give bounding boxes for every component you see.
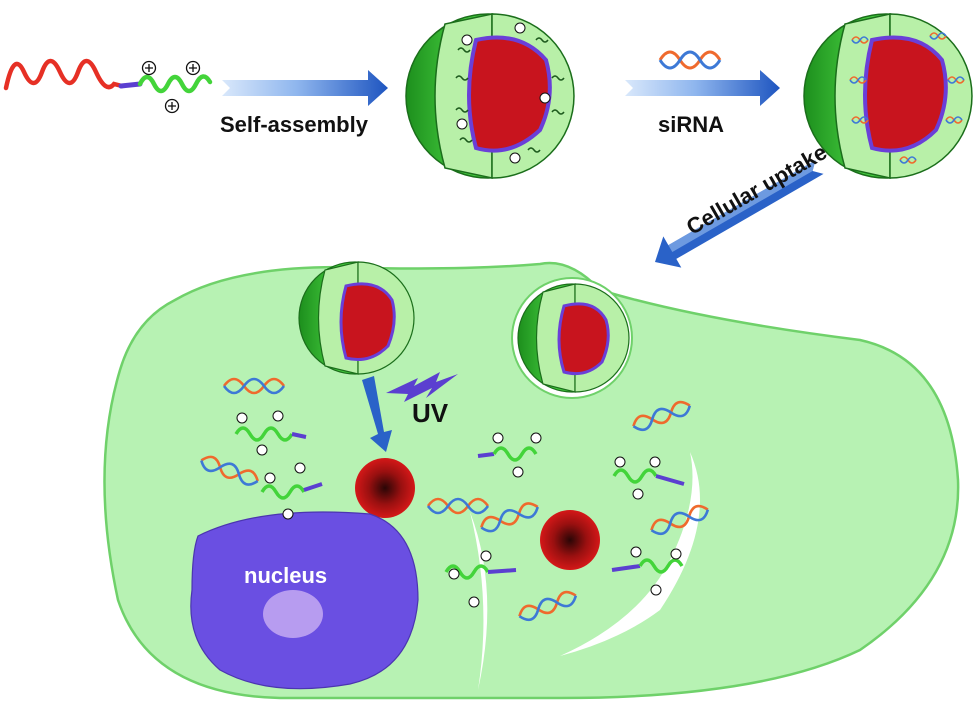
sirna-loading-arrow <box>625 70 780 106</box>
sirna-icon <box>480 502 539 533</box>
membrane-fold <box>470 452 700 690</box>
sirna-icon <box>222 377 286 395</box>
sirna-icon <box>518 590 578 622</box>
nucleolus <box>263 590 323 638</box>
self-assembly-arrow <box>222 70 388 106</box>
uv-label: UV <box>412 398 449 428</box>
released-core <box>540 510 600 570</box>
cellular-uptake-arrow <box>655 160 824 268</box>
micelle-in-endosome <box>517 283 630 393</box>
sirna-label: siRNA <box>658 112 725 137</box>
free-polymer-chain <box>234 410 307 456</box>
micelle-in-cell <box>298 261 415 375</box>
uv-lightning-icon <box>386 372 458 402</box>
free-polymer-chain <box>444 550 517 608</box>
free-polymer-chain <box>477 432 542 478</box>
sirna-icon <box>200 455 259 486</box>
micelle-loaded <box>803 13 973 179</box>
positive-charge-icon <box>185 60 201 76</box>
nucleus-label: nucleus <box>244 563 328 588</box>
nucleus <box>190 511 419 690</box>
free-polymer-chain <box>611 546 684 596</box>
free-polymer-chain <box>260 462 323 520</box>
self-assembly-label: Self-assembly <box>220 112 368 137</box>
free-polymer-chain <box>612 456 685 500</box>
free-sirna-group <box>200 377 710 622</box>
sirna-icon <box>658 50 722 70</box>
sirna-icon <box>650 504 710 536</box>
sirna-icon <box>426 497 490 515</box>
sirna-icon <box>632 400 692 432</box>
positive-charge-icon <box>164 98 180 114</box>
released-core <box>355 458 415 518</box>
micelle-empty <box>405 13 575 179</box>
release-arrow <box>362 376 392 452</box>
free-polymer-group <box>234 410 685 608</box>
positive-charge-icon <box>141 60 157 76</box>
amphiphilic-polymer <box>3 58 213 114</box>
